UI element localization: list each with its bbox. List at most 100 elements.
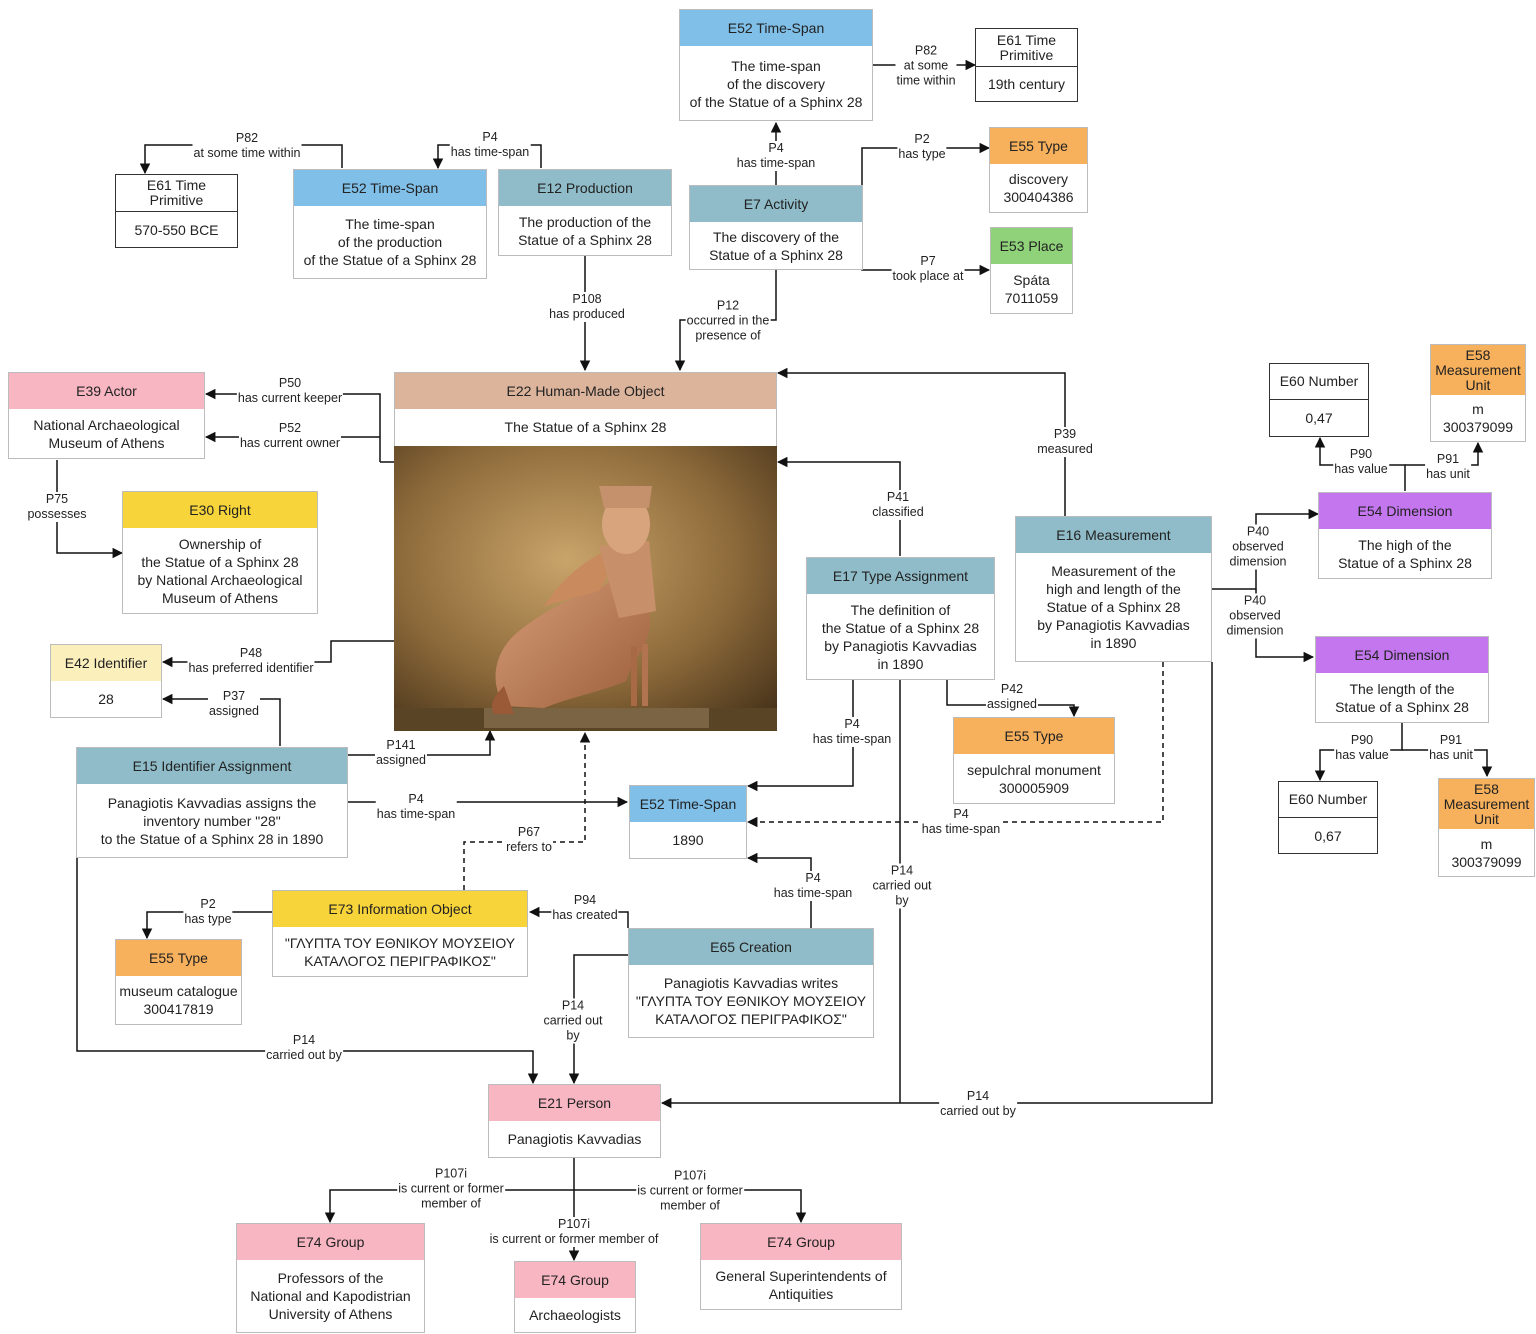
node-body: Measurement of the high and length of th… [1037,563,1190,651]
node-body: m 300379099 [1442,401,1514,435]
node-tp-19th[interactable]: E61 Time Primitive 19th century [975,28,1078,102]
edge-label-p141: P141 assigned [374,738,428,768]
edge-label-p4-prod: P4 has time-span [449,130,531,160]
node-title: E55 Type [116,940,241,976]
edge-label-p14-measurement: P14 carried out by [939,1089,1017,1119]
node-ts-discovery[interactable]: E52 Time-Span The time-span of the disco… [679,9,873,121]
node-dim-length[interactable]: E54 Dimension The length of the Statue o… [1315,636,1489,723]
edge-label-p42: P42 assigned [985,682,1039,712]
edge-label-p90-high: P90 has value [1333,447,1389,477]
node-type-assign[interactable]: E17 Type Assignment The definition of th… [806,557,995,680]
edge-label-p39: P39 measured [1036,427,1094,457]
node-body: Panagiotis Kavvadias writes "ΓΛΥΠΤΑ ΤΟΥ … [635,975,867,1027]
node-body: The time-span of the discovery of the St… [689,58,863,110]
node-unit-2[interactable]: E58 Measurement Unit m 300379099 [1438,778,1535,877]
node-title: E54 Dimension [1319,493,1491,529]
edge-p41 [776,456,901,556]
node-number-047[interactable]: E60 Number 0,47 [1269,363,1369,437]
node-title: E17 Type Assignment [807,558,994,594]
node-body: The Statue of a Sphinx 28 [504,419,667,435]
node-creation[interactable]: E65 Creation Panagiotis Kavvadias writes… [628,928,874,1038]
node-object[interactable]: E22 Human-Made Object The Statue of a Sp… [394,372,777,446]
node-place[interactable]: E53 Place Spáta 7011059 [990,227,1073,314]
node-body: 0,67 [1314,827,1342,844]
edge-label-p108: P108 has produced [548,292,626,322]
node-unit-1[interactable]: E58 Measurement Unit m 300379099 [1430,344,1526,442]
edge-label-p4-activity: P4 has time-span [735,141,817,171]
node-title: E52 Time-Span [630,786,746,822]
node-body: discovery 300404386 [1003,171,1074,205]
edge-label-p50: P50 has current keeper [236,376,344,406]
edge-label-p2-activity: P2 has type [897,132,947,162]
edge-label-p67: P67 refers to [505,825,553,855]
edge-label-p14-idassign: P14 carried out by [265,1033,343,1063]
edge-label-p4-typeassign: P4 has time-span [811,717,893,747]
node-group-superintendents[interactable]: E74 Group General Superintendents of Ant… [700,1223,902,1310]
node-activity[interactable]: E7 Activity The discovery of the Statue … [689,185,863,270]
node-number-067[interactable]: E60 Number 0,67 [1278,781,1378,854]
node-title: E74 Group [237,1224,424,1260]
node-title: E74 Group [701,1224,901,1260]
node-type-sepulchral[interactable]: E55 Type sepulchral monument 300005909 [953,717,1115,804]
node-body: The production of the Statue of a Sphinx… [518,213,652,248]
edge-label-p107-superintendents: P107i is current or former member of [636,1168,744,1214]
edge-label-p107-professors: P107i is current or former member of [397,1166,505,1212]
node-body: The discovery of the Statue of a Sphinx … [709,228,843,263]
node-actor[interactable]: E39 Actor National Archaeological Museum… [8,372,205,459]
edge-label-p4-creation: P4 has time-span [772,871,854,901]
node-title: E58 Measurement Unit [1431,345,1525,395]
node-group-archaeologists[interactable]: E74 Group Archaeologists [514,1261,636,1333]
node-title: E53 Place [991,228,1072,264]
node-title: E12 Production [499,170,671,206]
node-measurement[interactable]: E16 Measurement Measurement of the high … [1015,516,1212,662]
edge-p4-creation [746,852,812,928]
node-body: The time-span of the production of the S… [303,216,477,268]
edge-label-p90-length: P90 has value [1334,733,1390,763]
edge-label-p2-info: P2 has type [183,897,233,927]
edge-label-p4-idassign: P4 has time-span [375,792,457,822]
node-title: E55 Type [954,718,1114,754]
node-body: sepulchral monument 300005909 [967,761,1101,796]
node-title: E60 Number [1279,782,1377,818]
node-body: "ΓΛΥΠΤΑ ΤΟΥ ΕΘΝΙΚΟΥ ΜΟΥΣΕΙΟΥ ΚΑΤΑΛΟΓΟΣ Π… [284,934,516,969]
node-ts-production[interactable]: E52 Time-Span The time-span of the produ… [293,169,487,279]
node-body: Ownership of the Statue of a Sphinx 28 b… [137,535,303,606]
node-title: E52 Time-Span [294,170,486,206]
edge-label-p107-archaeologists: P107i is current or former member of [488,1217,660,1247]
node-body: The length of the Statue of a Sphinx 28 [1335,680,1469,715]
edge-p2-activity [861,142,991,202]
node-body: m 300379099 [1451,835,1522,870]
edge-label-p37: P37 assigned [207,689,261,719]
node-body: 0,47 [1305,410,1333,426]
node-type-discovery[interactable]: E55 Type discovery 300404386 [989,127,1088,213]
edge-p67 [463,731,591,890]
node-body: 1890 [672,832,704,848]
node-person[interactable]: E21 Person Panagiotis Kavvadias [488,1084,661,1158]
edge-label-p94: P94 has created [551,893,619,923]
node-type-catalogue[interactable]: E55 Type museum catalogue 300417819 [115,939,242,1025]
node-body: Professors of the National and Kapodistr… [250,1270,411,1322]
node-group-professors[interactable]: E74 Group Professors of the National and… [236,1223,425,1333]
node-info[interactable]: E73 Information Object "ΓΛΥΠΤΑ ΤΟΥ ΕΘΝΙΚ… [272,890,528,977]
node-production[interactable]: E12 Production The production of the Sta… [498,169,672,256]
edge-label-p48: P48 has preferred identifier [187,646,315,676]
node-id-assign[interactable]: E15 Identifier Assignment Panagiotis Kav… [76,747,348,858]
edge-label-p91-high: P91 has unit [1425,452,1471,482]
node-title: E42 Identifier [51,645,161,681]
node-dim-high[interactable]: E54 Dimension The high of the Statue of … [1318,492,1492,579]
node-identifier[interactable]: E42 Identifier 28 [50,644,162,718]
node-ts-1890[interactable]: E52 Time-Span 1890 [629,785,747,859]
node-title: E61 Time Primitive [116,175,237,212]
edge-p14-measurement [660,662,1213,1109]
edge-p37 [161,693,281,746]
node-right[interactable]: E30 Right Ownership of the Statue of a S… [122,491,318,614]
node-tp-bce[interactable]: E61 Time Primitive 570-550 BCE [115,174,238,248]
edge-label-p12: P12 occurred in the presence of [685,298,771,344]
node-title: E7 Activity [690,186,862,222]
node-title: E74 Group [515,1262,635,1298]
node-body: 19th century [987,76,1066,92]
edge-label-p41: P41 classified [871,490,925,520]
edge-label-p40-high: P40 observed dimension [1228,524,1288,570]
edge-p75 [56,460,124,559]
edge-label-p91-length: P91 has unit [1428,733,1474,763]
